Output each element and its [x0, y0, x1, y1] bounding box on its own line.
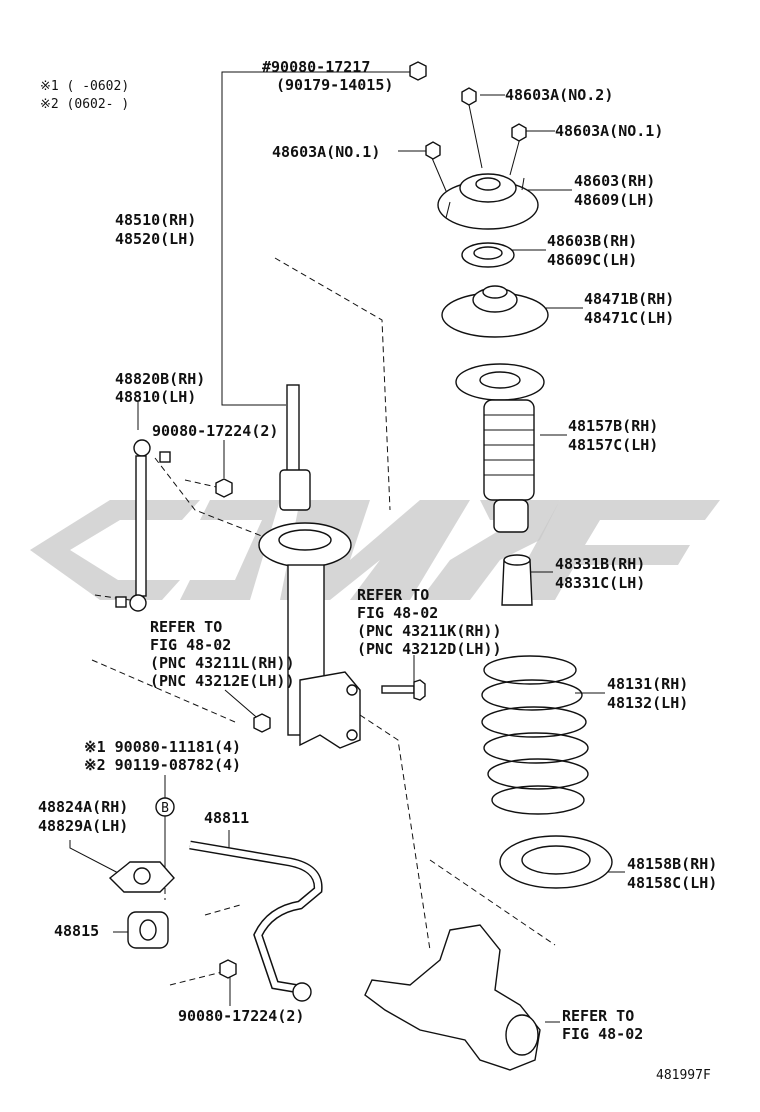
label-link-lh[interactable]: 48810(LH): [115, 388, 196, 406]
label-bearing-lh[interactable]: 48609C(LH): [547, 251, 637, 269]
label-refer-k-1: REFER TO: [562, 1007, 634, 1025]
label-stabilizer[interactable]: 48811: [204, 809, 249, 827]
stabilizer-bar-icon: [189, 840, 323, 1002]
label-bolt-top-b[interactable]: (90179-14015): [276, 76, 393, 94]
label-nut-no1-right[interactable]: 48603A(NO.1): [555, 122, 663, 140]
label-refer-l-1: REFER TO: [150, 618, 222, 636]
stab-nut-icon: [219, 959, 237, 979]
top-nut-icon: [409, 61, 427, 81]
label-bumper-lh[interactable]: 48331C(LH): [555, 574, 645, 592]
nut-no1-left-icon: [425, 141, 441, 160]
label-seat-rh[interactable]: 48471B(RH): [584, 290, 674, 308]
label-refer-r-4[interactable]: (PNC 43212D(LH)): [357, 640, 502, 658]
label-link-rh[interactable]: 48820B(RH): [115, 370, 205, 388]
label-lower-seat-lh[interactable]: 48158C(LH): [627, 874, 717, 892]
knuckle-icon: [364, 924, 541, 1071]
bushing-icon: [127, 911, 169, 949]
lower-link-nut-icon: [253, 713, 271, 733]
label-seat-lh[interactable]: 48471C(LH): [584, 309, 674, 327]
bearing-icon: [461, 242, 515, 268]
label-link-nut[interactable]: 90080-17224(2): [152, 422, 278, 440]
label-refer-r-3[interactable]: (PNC 43211K(RH)): [357, 622, 502, 640]
label-boot-rh[interactable]: 48157B(RH): [568, 417, 658, 435]
label-refer-l-2: FIG 48-02: [150, 636, 231, 654]
nut-no1-right-icon: [511, 123, 527, 142]
circle-b-marker: B: [155, 797, 175, 817]
label-bracket-rh[interactable]: 48824A(RH): [38, 798, 128, 816]
label-spring-lh[interactable]: 48132(LH): [607, 694, 688, 712]
label-strut-lh[interactable]: 48520(LH): [115, 230, 196, 248]
note-2: ※2 (0602- ): [40, 97, 129, 112]
assembly-dash-lines: [91, 257, 556, 986]
label-bolt-b1[interactable]: ※1 90080-11181(4): [84, 738, 241, 756]
strut-bolt-icon: [381, 679, 426, 701]
label-nut-no2[interactable]: 48603A(NO.2): [505, 86, 613, 104]
label-refer-l-4[interactable]: (PNC 43212E(LH)): [150, 672, 295, 690]
note-1: ※1 ( -0602): [40, 79, 129, 94]
upper-spring-seat-icon: [441, 285, 549, 338]
link-nut-icon: [215, 478, 233, 498]
label-boot-lh[interactable]: 48157C(LH): [568, 436, 658, 454]
label-nut-no1-left[interactable]: 48603A(NO.1): [272, 143, 380, 161]
label-refer-r-1: REFER TO: [357, 586, 429, 604]
label-refer-k-2: FIG 48-02: [562, 1025, 643, 1043]
bump-stopper-icon: [501, 554, 533, 606]
nut-no2-icon: [461, 87, 477, 106]
label-bumper-rh[interactable]: 48331B(RH): [555, 555, 645, 573]
lower-spring-seat-icon: [499, 835, 613, 889]
bracket-icon: [108, 861, 175, 893]
label-refer-r-2: FIG 48-02: [357, 604, 438, 622]
label-bearing-rh[interactable]: 48603B(RH): [547, 232, 637, 250]
label-refer-l-3[interactable]: (PNC 43211L(RH)): [150, 654, 295, 672]
boot-icon: [455, 363, 545, 533]
circle-b-label: B: [161, 801, 169, 816]
label-bolt-b2[interactable]: ※2 90119-08782(4): [84, 756, 241, 774]
label-stab-nut[interactable]: 90080-17224(2): [178, 1007, 304, 1025]
upper-support-icon: [437, 173, 539, 230]
figure-code: 481997F: [656, 1068, 711, 1083]
stabilizer-link-icon: [115, 439, 171, 612]
label-spring-rh[interactable]: 48131(RH): [607, 675, 688, 693]
label-support-lh[interactable]: 48609(LH): [574, 191, 655, 209]
label-lower-seat-rh[interactable]: 48158B(RH): [627, 855, 717, 873]
label-bolt-top-a[interactable]: #90080-17217: [262, 58, 370, 76]
label-support-rh[interactable]: 48603(RH): [574, 172, 655, 190]
strut-icon: [258, 384, 361, 749]
coil-spring-icon: [481, 655, 589, 815]
label-bushing[interactable]: 48815: [54, 922, 99, 940]
label-strut-rh[interactable]: 48510(RH): [115, 211, 196, 229]
label-bracket-lh[interactable]: 48829A(LH): [38, 817, 128, 835]
